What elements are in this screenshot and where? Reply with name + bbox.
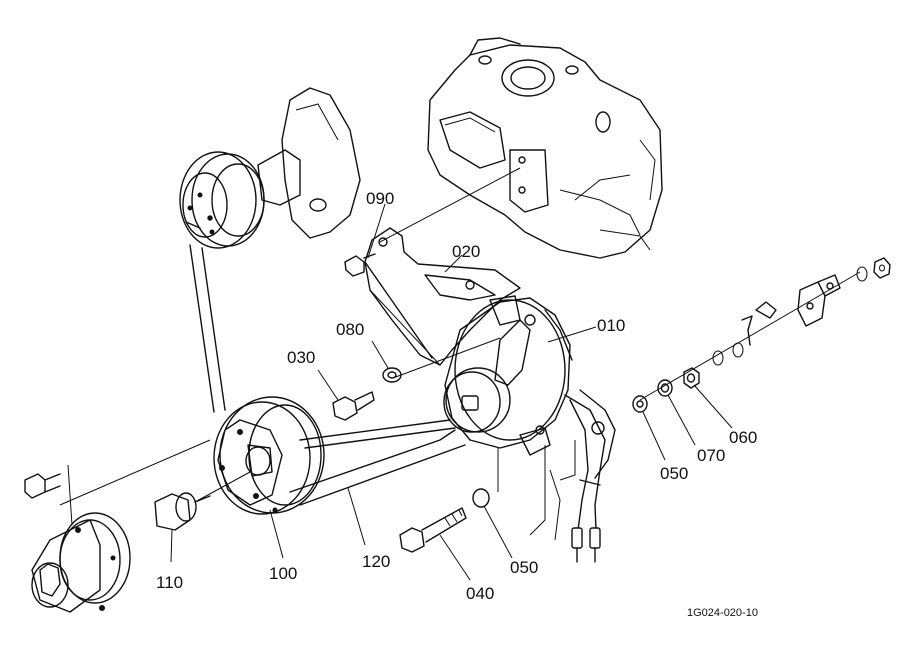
water-pump-assembly — [179, 87, 361, 249]
bracket-020 — [364, 227, 521, 366]
washer-050-lower — [472, 488, 490, 508]
leader-090 — [367, 203, 386, 259]
leader-100 — [269, 509, 284, 559]
leader-bolt110-axis — [194, 471, 251, 503]
label-100: 100 — [269, 564, 298, 583]
leader-080 — [371, 340, 389, 369]
label-110: 110 — [156, 573, 184, 592]
label-040: 040 — [466, 584, 495, 603]
leader-040 — [439, 534, 471, 581]
leader-010 — [547, 326, 597, 343]
label-120: 120 — [362, 552, 391, 571]
nut-060 — [683, 367, 700, 389]
leader-070 — [667, 394, 696, 446]
label-080: 080 — [336, 320, 365, 339]
label-090: 090 — [366, 189, 395, 208]
alternator-010 — [443, 295, 573, 456]
leader-080-to-bracket — [392, 337, 501, 379]
leader-050-upper — [642, 411, 666, 461]
bolt-040 — [399, 507, 467, 553]
washer-050-upper — [632, 395, 648, 413]
bolt-110 — [154, 492, 211, 531]
leader-lines — [59, 167, 861, 581]
label-010: 010 — [597, 316, 626, 335]
engine-block — [427, 37, 663, 259]
leader-060 — [693, 384, 733, 429]
label-060: 060 — [729, 428, 758, 447]
label-030: 030 — [287, 348, 316, 367]
terminal-hardware — [712, 257, 891, 366]
label-070: 070 — [697, 446, 726, 465]
bolt-090 — [344, 253, 376, 277]
washer-080 — [382, 367, 402, 383]
leader-bracket-to-engine — [379, 167, 521, 243]
leader-030 — [317, 369, 339, 401]
leader-020 — [444, 254, 463, 273]
leader-terminal-axis — [639, 271, 861, 401]
label-050-upper: 050 — [660, 464, 689, 483]
leader-bolt-to-hub — [67, 464, 73, 526]
bolt-030 — [332, 391, 375, 421]
leader-hub-to-pulley — [59, 439, 211, 506]
v-belt-120 — [189, 244, 466, 506]
leader-110 — [170, 529, 173, 563]
label-050-lower: 050 — [510, 558, 539, 577]
leader-120 — [347, 487, 366, 546]
bolt-small — [24, 473, 61, 499]
wire-harness — [529, 389, 616, 563]
crank-pulley-100 — [213, 396, 325, 515]
label-020: 020 — [452, 242, 481, 261]
drawing-reference-code: 1G024-020-10 — [687, 607, 758, 619]
leader-050-lower — [483, 505, 513, 559]
pulley-hub — [31, 512, 131, 613]
